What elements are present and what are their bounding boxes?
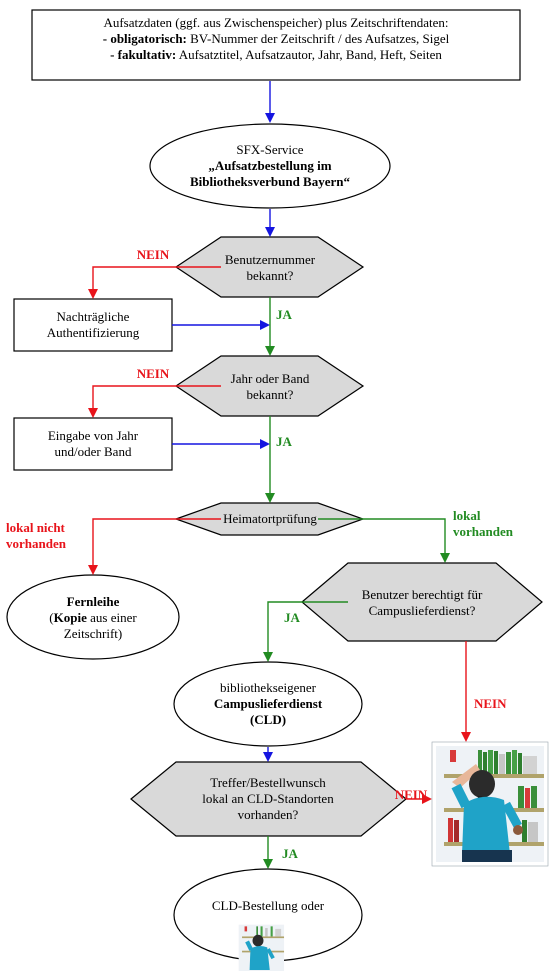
label-lokal-2: vorhanden [453,524,513,539]
arrow-nein-2 [88,385,221,418]
decision1-line-1: Benutzernummer [224,252,316,267]
cld-line-3: (CLD) [249,712,287,727]
cld-ellipse [173,661,363,747]
top-line-1: Aufsatzdaten (ggf. aus Zwischenspeicher)… [103,15,449,30]
obligatorisch-text: BV-Nummer der Zeitschrift / des Aufsatze… [186,31,450,46]
label-lokal-nicht-1: lokal nicht [6,520,65,535]
arrow-lokal-nicht [88,518,221,575]
decision1-text: Benutzernummer bekannt? [200,252,340,284]
final-line-1: CLD-Bestellung oder [211,898,325,913]
input-line-2: und/oder Band [54,444,132,459]
decision2-text: Jahr oder Band bekannt? [200,371,340,403]
label-ja-campus: JA [284,610,300,625]
label-lokal-nicht-2: vorhanden [6,536,66,551]
obligatorisch-label: - obligatorisch: [102,31,187,46]
decision4-line-1: Benutzer berechtigt für [361,587,483,602]
label-ja-1: JA [276,307,292,322]
arrow-nein-1 [88,266,221,299]
fakultativ-text: Aufsatztitel, Aufsatzautor, Jahr, Band, … [176,47,442,62]
input-box [13,417,173,471]
library-woman-small-icon [238,924,285,971]
label-nein-1: NEIN [136,247,170,262]
auth-line-2: Authentifizierung [46,325,140,340]
fakultativ-label: - fakultativ: [110,47,177,62]
input-line-1: Eingabe von Jahr [47,428,139,443]
input-text: Eingabe von Jahr und/oder Band [14,428,172,460]
top-line-2: - obligatorisch: BV-Nummer der Zeitschri… [32,31,520,47]
decision1-line-2: bekannt? [246,268,294,283]
label-lokal-nicht: lokal nicht vorhanden [6,520,86,552]
label-lokal-1: lokal [453,508,481,523]
arrow-ja-campus [263,601,348,662]
decision-campus [301,562,543,642]
arrow-lokal [318,518,450,563]
top-data-box [31,9,521,81]
fernleihe-line-2: (Kopie aus einer [17,610,169,626]
decision-jahr-band [174,355,365,417]
fernleihe-line-1: Fernleihe [66,594,120,609]
decision5-line-1: Treffer/Bestellwunsch [210,775,326,790]
library-woman-icon [431,741,549,867]
label-ja-2: JA [276,434,292,449]
decision3-text: Heimatortprüfung [200,511,340,527]
cld-line-1: bibliothekseigener [219,680,317,695]
label-ja-treffer: JA [282,846,298,861]
decision4-text: Benutzer berechtigt für Campuslieferdien… [342,587,502,619]
auth-text: Nachträgliche Authentifizierung [14,309,172,341]
fernleihe-rest: aus einer [86,610,137,625]
sfx-line-1: SFX-Service [236,142,304,157]
sfx-line-2: „Aufsatzbestellung im [208,158,332,173]
sfx-service-ellipse [149,123,391,209]
decision4-line-2: Campuslieferdienst? [368,603,476,618]
label-nein-campus: NEIN [474,696,507,711]
decision3-line-1: Heimatortprüfung [223,511,317,526]
fernleihe-text: Fernleihe (Kopie aus einer Zeitschrift) [17,594,169,642]
kopie-label: Kopie [53,610,87,625]
top-box-text: Aufsatzdaten (ggf. aus Zwischenspeicher)… [32,15,520,63]
decision5-text: Treffer/Bestellwunsch lokal an CLD-Stand… [168,775,368,823]
auth-line-1: Nachträgliche [56,309,130,324]
top-line-3: - fakultativ: Aufsatztitel, Aufsatzautor… [32,47,520,63]
decision2-line-2: bekannt? [246,387,294,402]
fernleihe-line-3: Zeitschrift) [63,626,123,641]
sfx-line-3: Bibliotheksverbund Bayern“ [189,174,350,189]
decision5-line-3: vorhanden? [237,807,299,822]
decision5-line-2: lokal an CLD-Standorten [202,791,334,806]
fernleihe-paren: ( [49,610,54,625]
decision2-line-1: Jahr oder Band [230,371,310,386]
label-nein-2: NEIN [136,366,170,381]
fernleihe-ellipse [6,574,180,660]
label-lokal: lokal vorhanden [453,508,533,540]
decision-benutzernummer [174,236,365,298]
cld-text: bibliothekseigener Campuslieferdienst (C… [188,680,348,728]
sfx-text: SFX-Service „Aufsatzbestellung im Biblio… [160,142,380,190]
final-text: CLD-Bestellung oder [188,898,348,914]
cld-line-2: Campuslieferdienst [213,696,323,711]
label-nein-treffer: NEIN [394,787,428,802]
